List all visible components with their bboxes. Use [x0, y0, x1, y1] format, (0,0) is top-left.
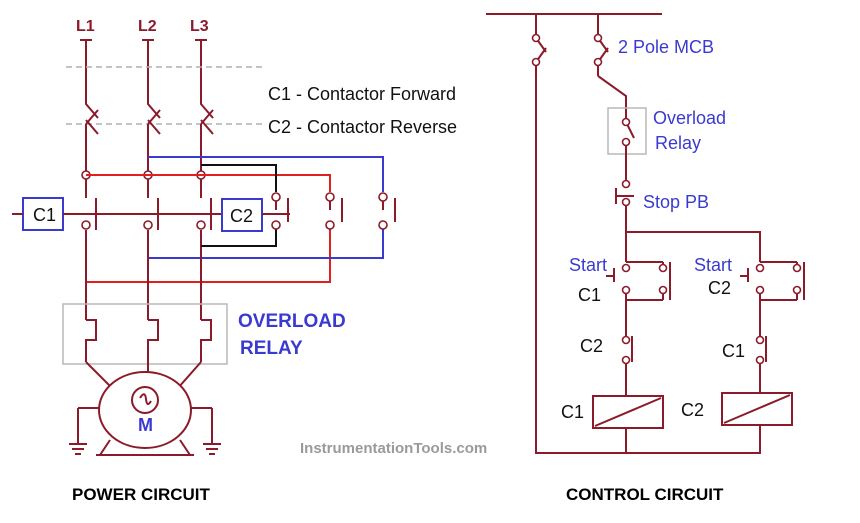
- stop-push-button: [615, 165, 634, 232]
- reverse-latch-label: C2: [708, 278, 731, 298]
- thermal-overload-elements: [85, 319, 212, 362]
- power-overload-label-line2: RELAY: [240, 338, 303, 359]
- power-overload-label-line1: OVERLOAD: [238, 311, 346, 332]
- reverse-interlock-c1: [755, 335, 767, 393]
- c1-coil: [592, 395, 664, 453]
- c2-main-contacts: [271, 192, 396, 230]
- control-overload-label-line1: Overload: [653, 108, 726, 128]
- control-overload-label-line2: Relay: [655, 133, 701, 153]
- phase-label-l1: L1: [76, 18, 95, 35]
- c1-box-label: C1: [33, 205, 56, 225]
- c2-box-label: C2: [230, 206, 253, 226]
- control-circuit-title: CONTROL CIRCUIT: [566, 485, 724, 504]
- c2-coil: [721, 392, 793, 426]
- forward-interlock-label: C2: [580, 336, 603, 356]
- mcb-label: 2 Pole MCB: [618, 37, 714, 57]
- incoming-lines: [80, 39, 207, 92]
- phase-label-l3: L3: [190, 18, 209, 35]
- forward-interlock-c2: [621, 335, 633, 398]
- legend-c1: C1 - Contactor Forward: [268, 84, 456, 104]
- legend-c2: C2 - Contactor Reverse: [268, 117, 457, 137]
- motor: M: [77, 371, 213, 456]
- c1-coil-label: C1: [561, 402, 584, 422]
- c2-coil-label: C2: [681, 400, 704, 420]
- power-circuit: L1 L2 L3 C1: [12, 18, 457, 504]
- motor-label: M: [138, 415, 153, 435]
- reverse-start-branch: [740, 250, 805, 338]
- power-circuit-title: POWER CIRCUIT: [72, 485, 211, 504]
- forward-start-label: Start: [569, 255, 607, 275]
- reverse-start-label: Start: [694, 255, 732, 275]
- control-circuit: 2 Pole MCB Overload Relay Stop PB: [486, 13, 805, 504]
- forward-latch-label: C1: [578, 285, 601, 305]
- phase-label-l2: L2: [138, 18, 157, 35]
- stop-pb-label: Stop PB: [643, 192, 709, 212]
- forward-start-branch: [606, 232, 671, 338]
- ground-symbols: [69, 430, 221, 455]
- main-isolator-switches: [85, 92, 214, 140]
- two-pole-mcb: [531, 14, 609, 76]
- watermark-text: InstrumentationTools.com: [300, 440, 487, 457]
- c1-main-contacts: [81, 170, 212, 250]
- power-overload-relay-box: [62, 303, 228, 365]
- reverse-interlock-label: C1: [722, 341, 745, 361]
